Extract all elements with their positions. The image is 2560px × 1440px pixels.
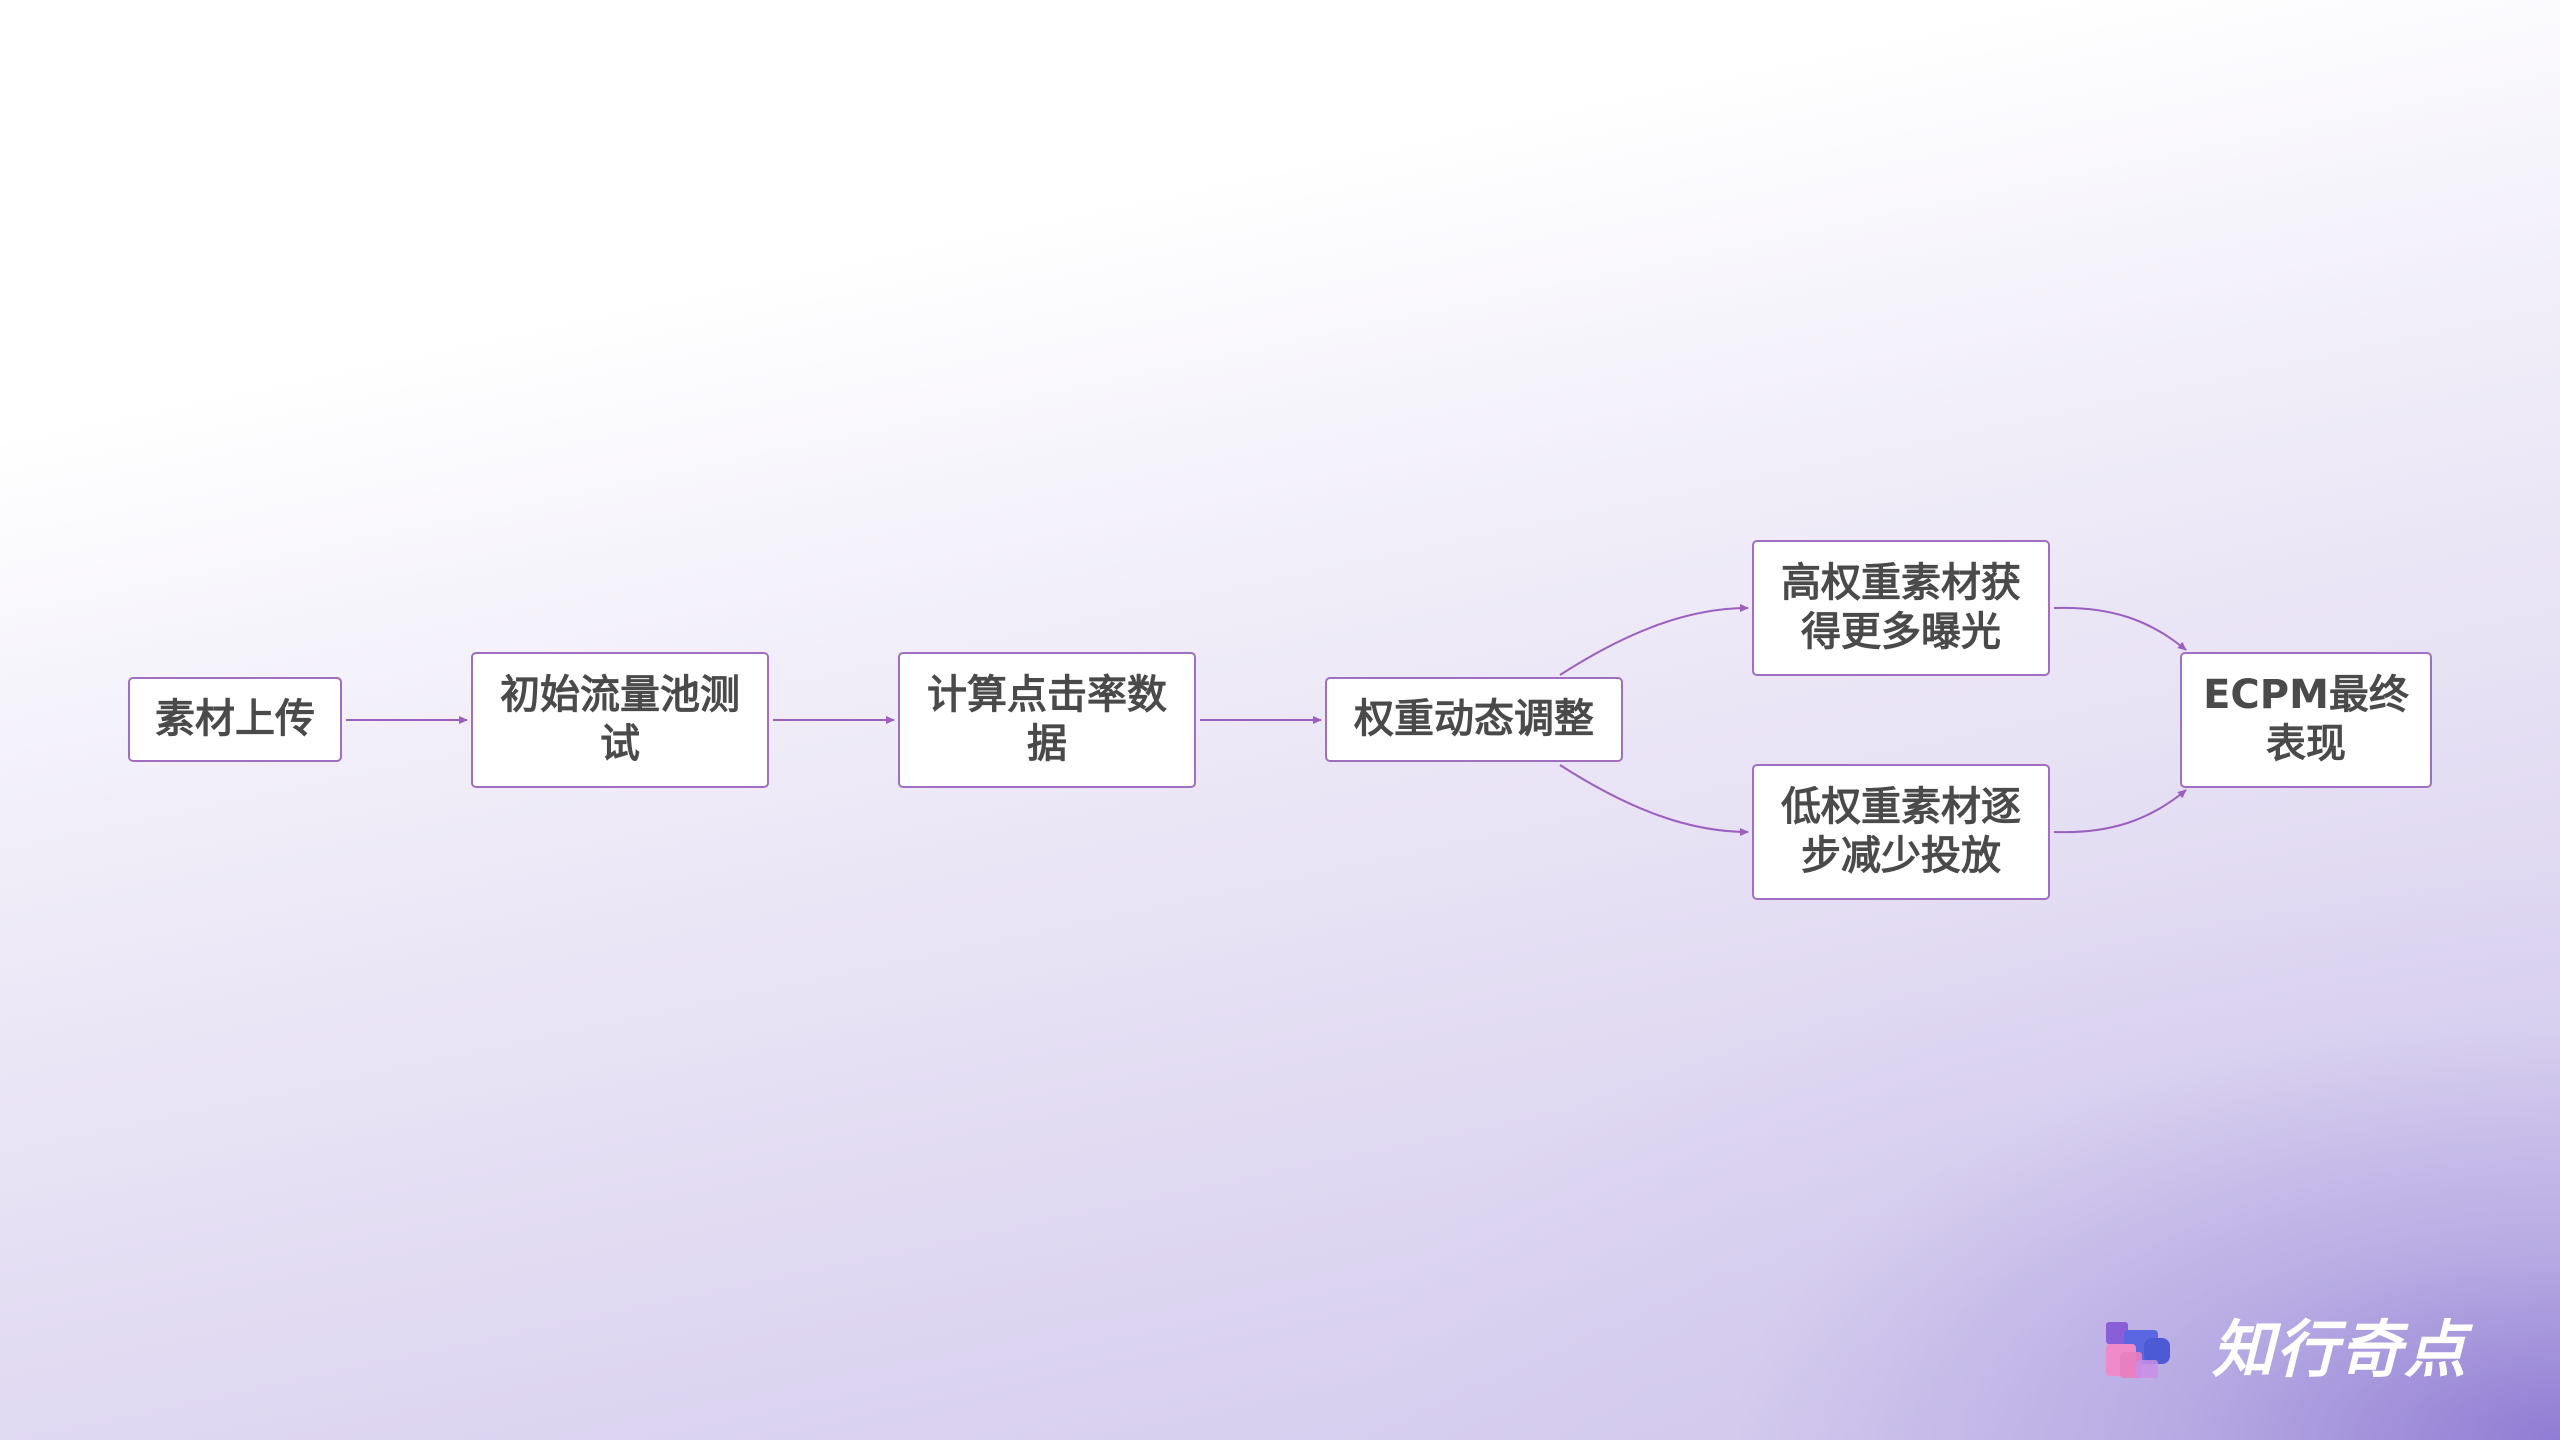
edge-low-weight-to-ecpm bbox=[2053, 789, 2187, 834]
edge-weight-adjust-to-high-weight bbox=[1559, 604, 1749, 676]
node-dynamic-weight-adjustment: 权重动态调整 bbox=[1325, 677, 1623, 762]
node-low-weight-reduce-delivery: 低权重素材逐步减少投放 bbox=[1752, 764, 2050, 900]
edge-weight-adjust-to-low-weight bbox=[1559, 764, 1749, 836]
node-material-upload: 素材上传 bbox=[128, 677, 342, 762]
stacked-squares-logo-icon bbox=[2106, 1322, 2170, 1378]
node-high-weight-more-exposure: 高权重素材获得更多曝光 bbox=[1752, 540, 2050, 676]
brand-logo-text: 知行奇点 bbox=[2212, 1313, 2469, 1386]
brand-logo: 知行奇点 bbox=[2100, 1310, 2500, 1390]
node-ecpm-final-performance: ECPM最终表现 bbox=[2180, 652, 2432, 788]
edge-high-weight-to-ecpm bbox=[2053, 606, 2187, 651]
node-initial-traffic-pool-test: 初始流量池测试 bbox=[471, 652, 769, 788]
node-calculate-ctr-data: 计算点击率数据 bbox=[898, 652, 1196, 788]
